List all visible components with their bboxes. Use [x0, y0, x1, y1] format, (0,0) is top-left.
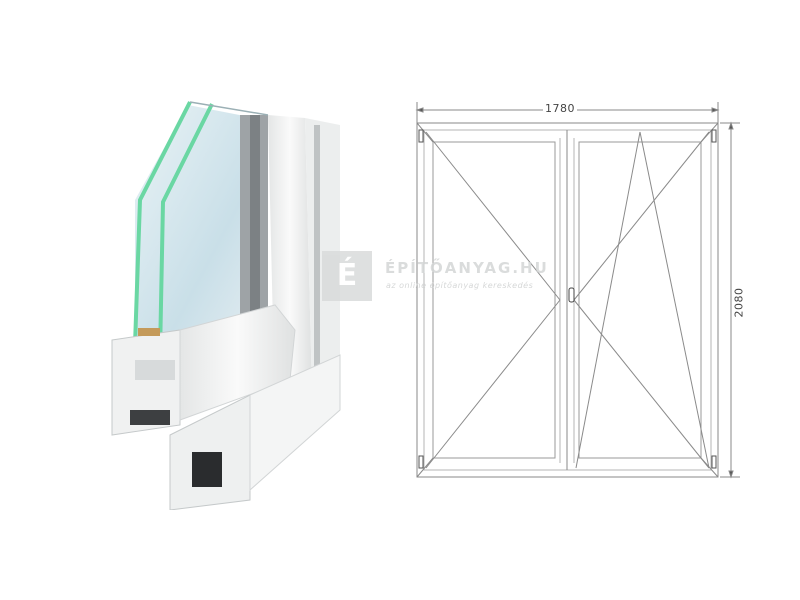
height-dimension: 2080	[732, 285, 746, 320]
window-elevation-drawing	[400, 90, 760, 490]
window-profile-illustration	[100, 90, 360, 511]
watermark: É ÉPÍTŐANYAG.HU az online építőanyag ker…	[322, 251, 547, 301]
pvc-profile-icon	[111, 101, 341, 511]
width-dimension: 1780	[543, 102, 577, 115]
window-drawing-icon	[415, 102, 740, 479]
watermark-title: ÉPÍTŐANYAG.HU	[385, 259, 549, 277]
watermark-logo-icon: É	[322, 251, 372, 301]
logo-letter: É	[336, 258, 358, 293]
watermark-subtitle: az online építőanyag kereskedés	[386, 281, 534, 290]
